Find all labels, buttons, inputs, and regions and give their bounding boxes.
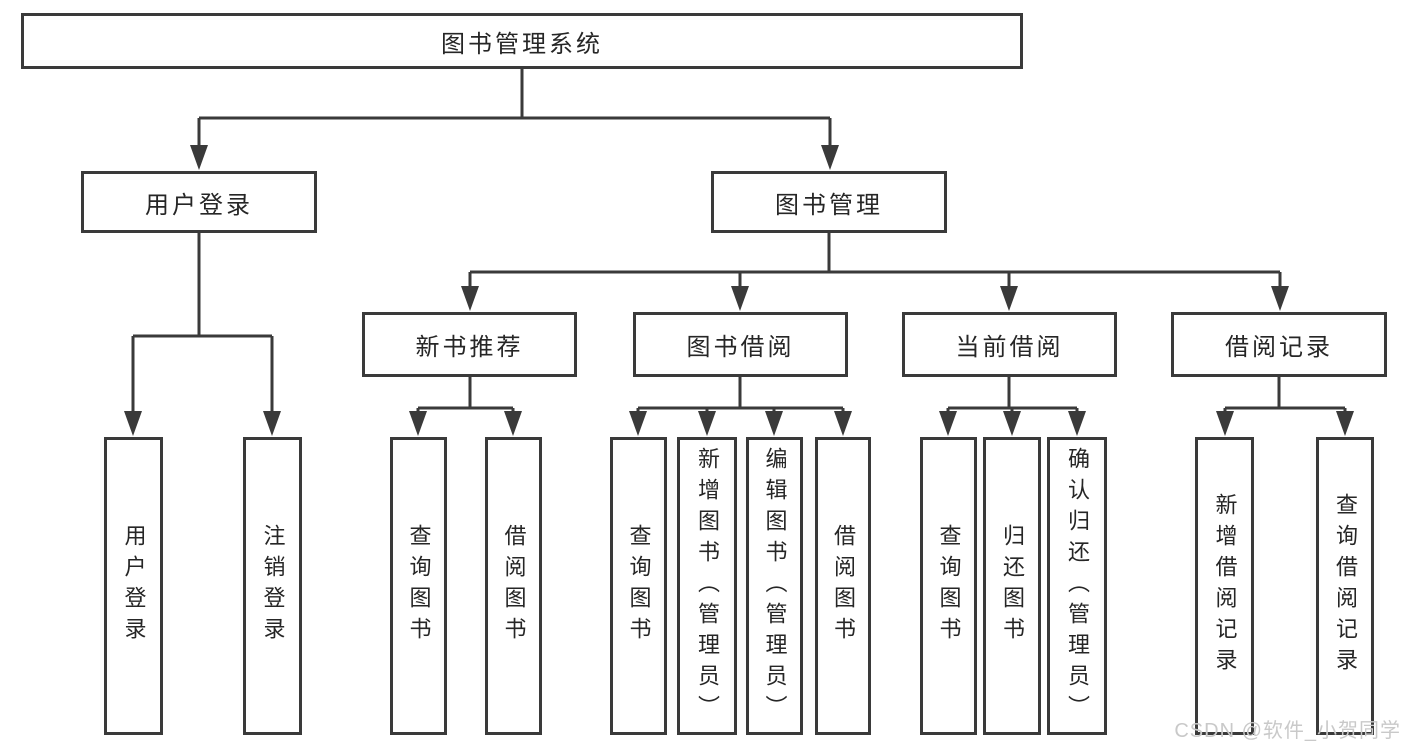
node-edit-book-admin: 编辑图书（管理员） xyxy=(746,437,803,735)
node-borrowing-query-books: 查询图书 xyxy=(610,437,667,735)
node-current-borrowing: 当前借阅 xyxy=(902,312,1117,377)
node-borrowing-records: 借阅记录 xyxy=(1171,312,1387,377)
node-logout: 注销登录 xyxy=(243,437,302,735)
node-query-borrow-record: 查询借阅记录 xyxy=(1316,437,1374,735)
node-user-login-branch: 用户登录 xyxy=(81,171,317,233)
node-new-book-recommend: 新书推荐 xyxy=(362,312,577,377)
node-borrowing-borrow-books: 借阅图书 xyxy=(815,437,871,735)
node-add-book-admin: 新增图书（管理员） xyxy=(677,437,737,735)
node-user-login-leaf: 用户登录 xyxy=(104,437,163,735)
node-confirm-return-admin: 确认归还（管理员） xyxy=(1047,437,1107,735)
node-book-management: 图书管理 xyxy=(711,171,947,233)
node-recommend-query-books: 查询图书 xyxy=(390,437,447,735)
node-add-borrow-record: 新增借阅记录 xyxy=(1195,437,1254,735)
node-recommend-borrow-books: 借阅图书 xyxy=(485,437,542,735)
watermark: CSDN @软件_小贺同学 xyxy=(1174,720,1401,742)
node-library-system: 图书管理系统 xyxy=(21,13,1023,69)
node-book-borrowing: 图书借阅 xyxy=(633,312,848,377)
node-current-query-books: 查询图书 xyxy=(920,437,977,735)
node-return-book: 归还图书 xyxy=(983,437,1041,735)
